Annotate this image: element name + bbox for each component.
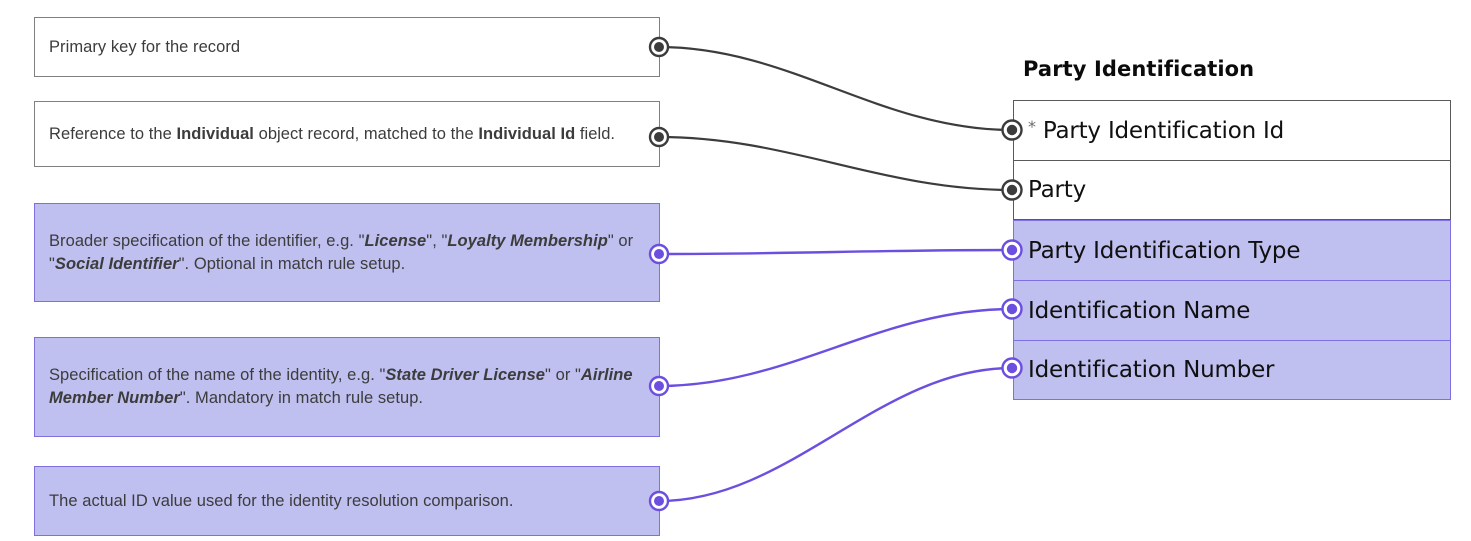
annotation-text: Specification of the name of the identit… <box>49 366 633 407</box>
primary-key-icon: * <box>1028 116 1036 136</box>
annotation-box-identification-number[interactable]: The actual ID value used for the identit… <box>34 466 660 536</box>
annotation-text: Reference to the Individual object recor… <box>49 124 616 143</box>
entity-field-label: Party Identification Type <box>1028 237 1301 264</box>
entity-row-party[interactable]: Party <box>1013 160 1451 220</box>
entity-field-label: Identification Name <box>1028 297 1251 324</box>
annotation-text: The actual ID value used for the identit… <box>49 491 514 510</box>
entity-row-party-identification-id[interactable]: * Party Identification Id <box>1013 100 1451 160</box>
entity-field-label: Party <box>1028 177 1087 203</box>
entity-row-identification-number[interactable]: Identification Number <box>1013 340 1451 400</box>
annotation-text: Broader specification of the identifier,… <box>49 231 634 273</box>
connector-line-party <box>657 135 1014 192</box>
annotation-text: Primary key for the record <box>49 37 241 56</box>
annotation-box-primary-key[interactable]: Primary key for the record <box>34 17 660 77</box>
annotation-box-party-identification-type[interactable]: Broader specification of the identifier,… <box>34 203 660 302</box>
connector-line-identification-number <box>657 366 1014 503</box>
connector-line-party-identification-type <box>657 248 1014 256</box>
entity-table: * Party Identification Id Party Party Id… <box>1013 100 1451 400</box>
annotation-box-identification-name[interactable]: Specification of the name of the identit… <box>34 337 660 437</box>
entity-row-identification-name[interactable]: Identification Name <box>1013 280 1451 340</box>
entity-field-label: Identification Number <box>1028 357 1275 383</box>
annotation-box-party[interactable]: Reference to the Individual object recor… <box>34 101 660 167</box>
connector-line-identification-name <box>657 307 1014 388</box>
entity-title: Party Identification <box>1023 57 1255 81</box>
entity-row-party-identification-type[interactable]: Party Identification Type <box>1013 220 1451 280</box>
entity-field-label: Party Identification Id <box>1042 117 1285 144</box>
connector-line-primary-key <box>657 45 1014 132</box>
